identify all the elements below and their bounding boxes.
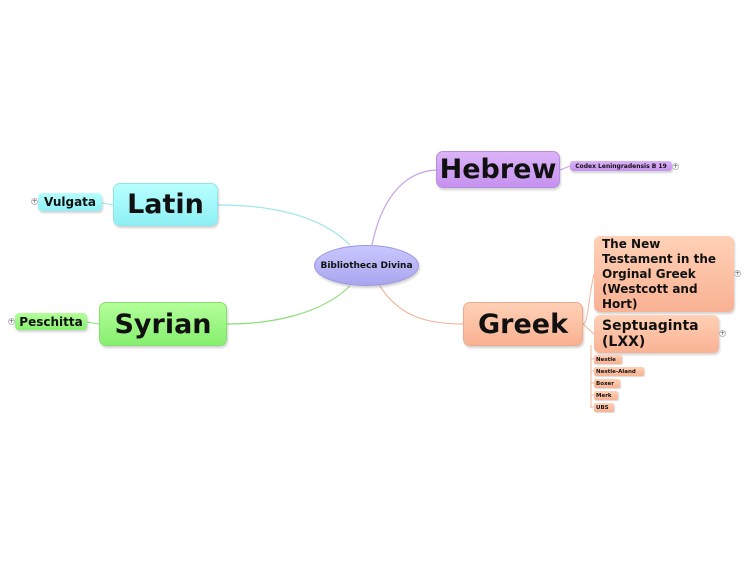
topic-greek[interactable]: Greek [463,302,583,346]
subtopic-westcott-hort[interactable]: The New Testament in the Orginal Greek (… [594,236,734,312]
subtopic-septuaginta[interactable]: Septuaginta (LXX) [594,315,719,353]
topic-syrian-label: Syrian [114,308,212,340]
link-root-hebrew [371,169,437,246]
subtopic-westcott-hort-label: The New Testament in the Orginal Greek (… [602,236,717,311]
subtopic-codex-leningradensis[interactable]: Codex Leningradensis B 19 [570,161,672,171]
topic-hebrew-label: Hebrew [439,154,557,185]
leaf-merk-label: Merk [596,392,612,399]
leaf-nestle-label: Nestle [596,356,616,363]
topic-hebrew[interactable]: Hebrew [436,151,560,188]
link-root-latin [217,204,351,246]
subtopic-codex-label: Codex Leningradensis B 19 [575,162,667,170]
leaf-nestle[interactable]: Nestle [594,355,622,364]
leaf-nestle-aland[interactable]: Nestle-Aland [594,367,644,376]
plus-icon[interactable]: + [734,270,741,277]
subtopic-vulgata-label: Vulgata [43,195,97,209]
link-hebrew-codex [559,165,571,171]
leaf-boxer[interactable]: Boxer [594,379,620,388]
central-topic[interactable]: Bibliotheca Divina [314,245,419,286]
topic-latin-label: Latin [127,189,204,220]
topic-syrian[interactable]: Syrian [99,302,227,346]
link-greek-leaves [590,345,594,408]
link-root-greek [379,285,464,325]
leaf-nestle-aland-label: Nestle-Aland [596,368,636,375]
link-syrian-peschitta [86,321,100,325]
topic-latin[interactable]: Latin [113,183,218,226]
link-latin-vulgata [101,202,114,206]
leaf-boxer-label: Boxer [596,380,614,387]
link-root-syrian [226,285,351,325]
leaf-ubs-label: UBS [596,404,609,411]
plus-icon[interactable]: + [672,163,679,170]
subtopic-vulgata[interactable]: Vulgata [38,193,102,211]
plus-icon[interactable]: + [719,330,726,337]
plus-icon[interactable]: + [31,198,38,205]
leaf-ubs[interactable]: UBS [594,403,614,412]
central-topic-label: Bibliotheca Divina [320,260,413,271]
subtopic-septuaginta-label: Septuaginta (LXX) [602,318,699,350]
leaf-merk[interactable]: Merk [594,391,618,400]
subtopic-peschitta-label: Peschitta [19,314,83,329]
topic-greek-label: Greek [477,308,569,340]
subtopic-peschitta[interactable]: Peschitta [15,313,87,330]
plus-icon[interactable]: + [8,318,15,325]
link-greek-branches [582,273,595,335]
